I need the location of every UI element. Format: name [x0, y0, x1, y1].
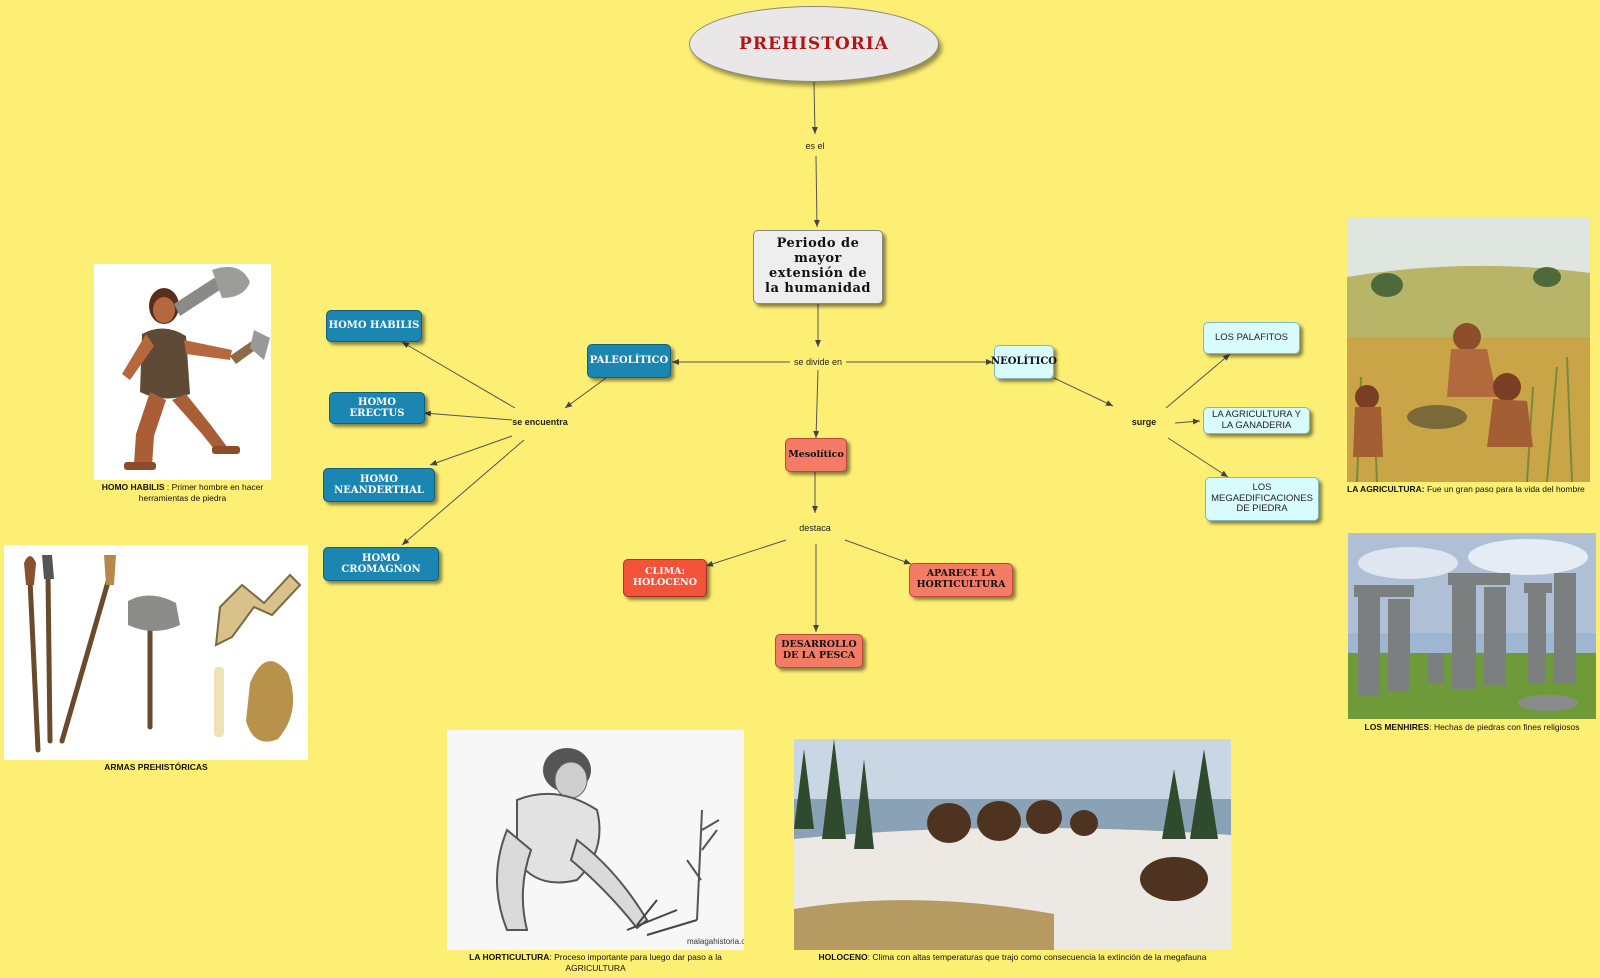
homo-habilis-caption: HOMO HABILIS : Primer hombre en hacer he…: [101, 482, 264, 503]
link-label-se-encuentra: se encuentra: [512, 417, 568, 427]
mesolitico-item-clima[interactable]: CLIMA: HOLOCENO: [623, 559, 707, 597]
link-label-es-el: es el: [805, 141, 825, 151]
watermark-text: malagahistoria.com: [687, 937, 744, 946]
link-label-destaca: destaca: [799, 523, 831, 533]
neolitico-item-agricultura[interactable]: LA AGRICULTURA Y LA GANADERIA: [1203, 407, 1310, 434]
horticulture-image: malagahistoria.com: [447, 730, 744, 950]
mesolitico-item-horticultura[interactable]: APARECE LA HORTICULTURA: [909, 563, 1013, 597]
agriculture-image: [1347, 217, 1590, 482]
species-node-homo-erectus[interactable]: HOMO ERECTUS: [329, 392, 425, 424]
title-node[interactable]: PREHISTORIA: [689, 6, 939, 82]
neolitico-item-palafitos[interactable]: LOS PALAFITOS: [1203, 322, 1300, 354]
species-node-homo-cromagnon[interactable]: HOMO CROMAGNON: [323, 547, 439, 581]
menhires-caption: LOS MENHIRES: Hechas de piedras con fine…: [1364, 722, 1580, 732]
weapons-caption: ARMAS PREHISTÓRICAS: [104, 762, 208, 772]
species-node-homo-habilis[interactable]: HOMO HABILIS: [326, 310, 422, 342]
link-label-surge: surge: [1131, 417, 1157, 427]
agriculture-caption: LA AGRICULTURA: Fue un gran paso para la…: [1347, 484, 1585, 494]
homo-habilis-image: [94, 264, 271, 480]
neolitico-item-megaedificaciones[interactable]: LOS MEGAEDIFICACIONES DE PIEDRA: [1205, 477, 1319, 521]
horticulture-caption: LA HORTICULTURA: Proceso importante para…: [469, 952, 722, 973]
paleolitico-node[interactable]: PALEOLÍTICO: [587, 344, 671, 378]
species-node-homo-neanderthal[interactable]: HOMO NEANDERTHAL: [323, 468, 435, 502]
holocene-image: [794, 739, 1231, 950]
center-concept-node[interactable]: Periodo de mayor extensión de la humanid…: [753, 230, 883, 304]
neolitico-node[interactable]: NEOLÍTICO: [991, 345, 1057, 379]
mesolitico-item-pesca[interactable]: DESARROLLO DE LA PESCA: [775, 634, 863, 668]
mesolitico-node[interactable]: Mesolítico: [785, 438, 847, 472]
link-label-se-divide-en: se divide en: [793, 357, 843, 367]
holocene-caption: HOLOCENO: Clima con altas temperaturas q…: [818, 952, 1207, 962]
menhires-image: [1348, 533, 1596, 719]
prehistoric-weapons-image: [4, 545, 308, 760]
